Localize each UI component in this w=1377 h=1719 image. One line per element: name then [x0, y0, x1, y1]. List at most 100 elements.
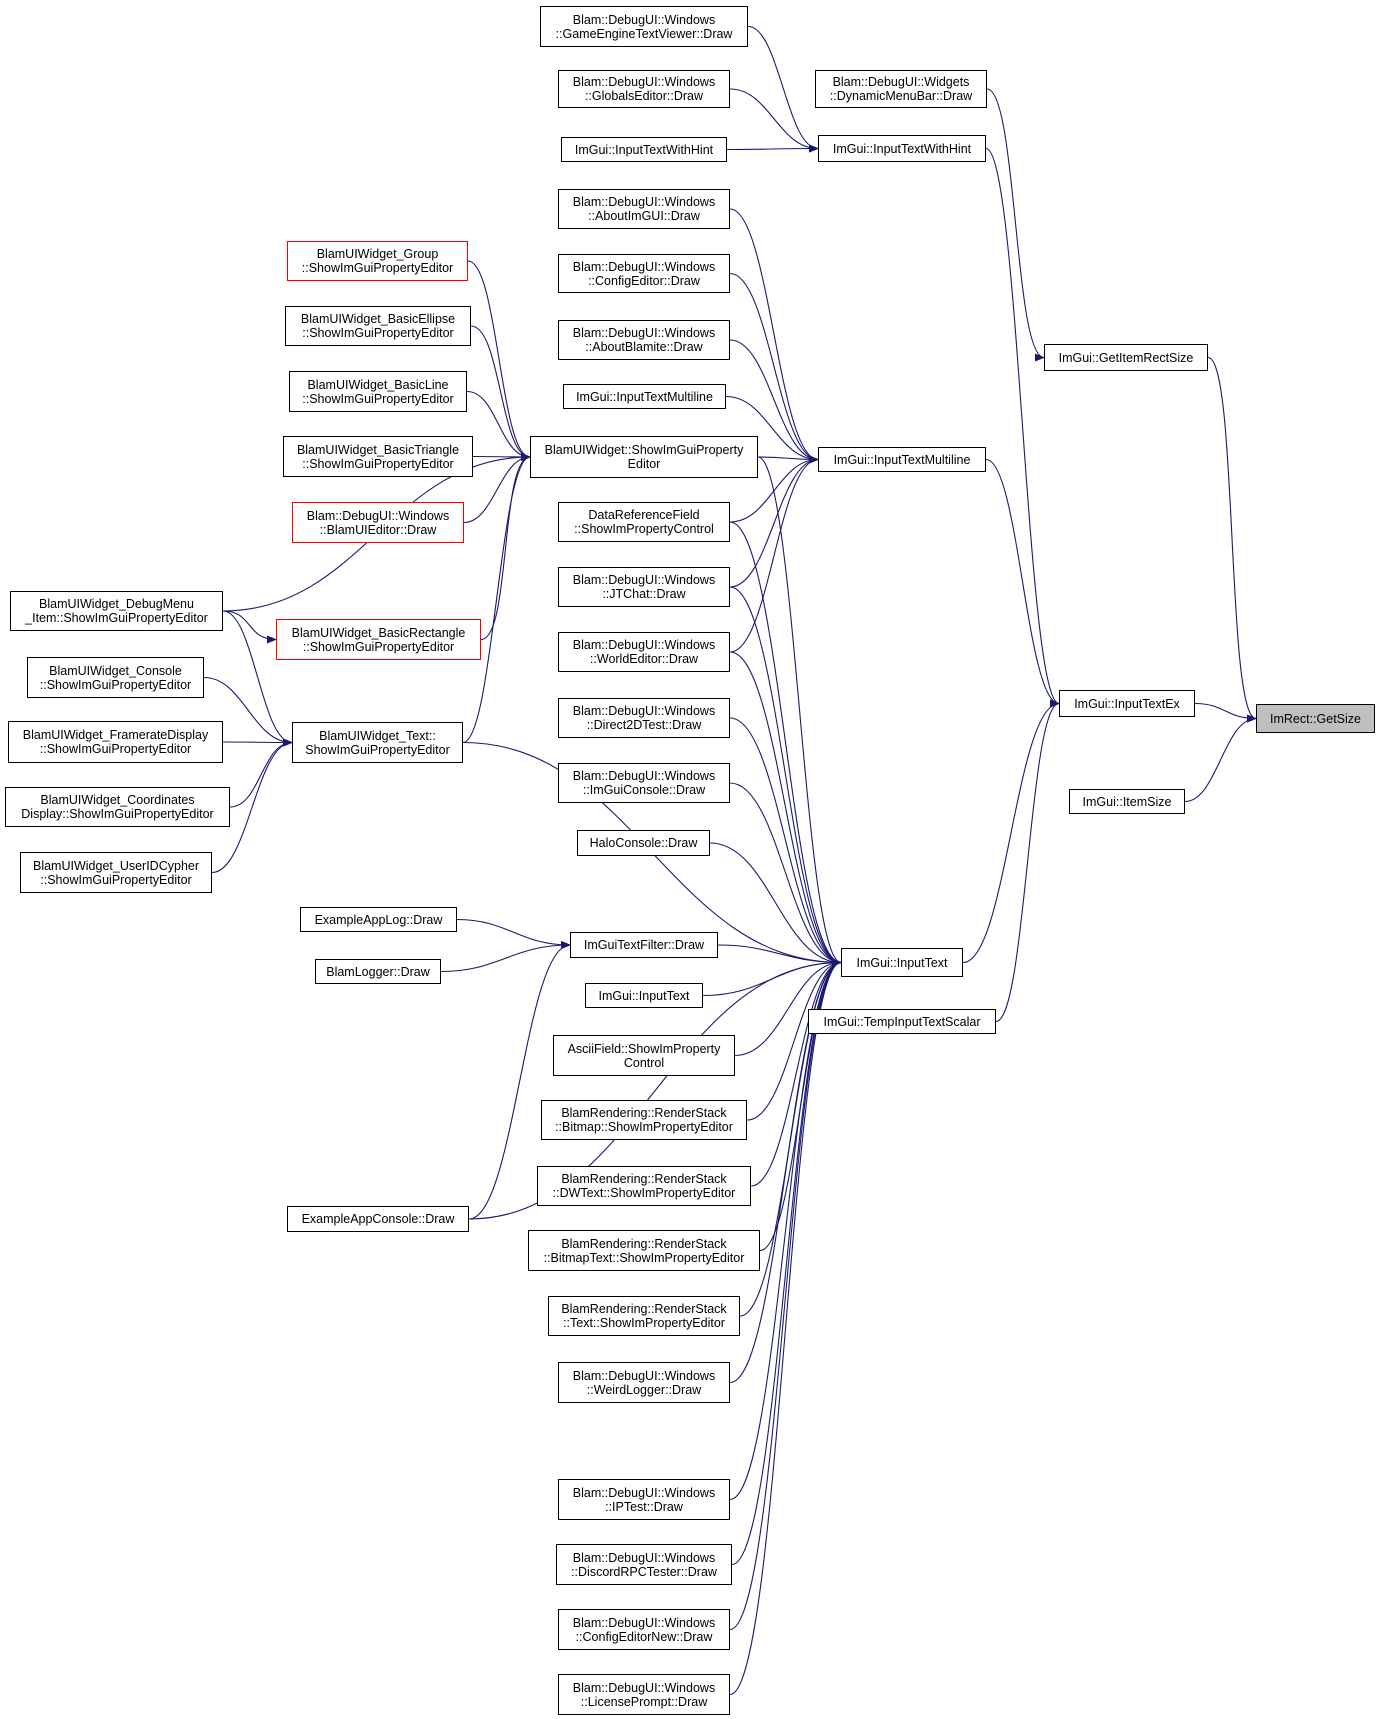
node-inputtext-caller[interactable]: ImGui::InputText [585, 983, 703, 1008]
node-w-text[interactable]: BlamUIWidget_Text::ShowImGuiPropertyEdit… [292, 722, 463, 763]
node-configeditornew[interactable]: Blam::DebugUI::Windows::ConfigEditorNew:… [558, 1609, 730, 1650]
node-label-line: BlamRendering::RenderStack [561, 1236, 727, 1251]
node-label-line: ImGui::GetItemRectSize [1058, 350, 1194, 365]
node-rs-bitmap[interactable]: BlamRendering::RenderStack::Bitmap::Show… [541, 1100, 747, 1140]
node-blamuieditor[interactable]: Blam::DebugUI::Windows::BlamUIEditor::Dr… [292, 502, 464, 543]
node-w-rectangle[interactable]: BlamUIWidget_BasicRectangle::ShowImGuiPr… [276, 619, 481, 660]
edge-inputtext-to-inputtextex [962, 699, 1060, 964]
node-label-line: ::ShowImGuiPropertyEditor [40, 872, 192, 887]
edge-exampleappconsole-to-imguitextfilter [468, 941, 571, 1220]
node-label-line: BlamUIWidget_UserIDCypher [32, 858, 200, 873]
node-inputtextex[interactable]: ImGui::InputTextEx [1059, 690, 1195, 717]
node-label-line: BlamRendering::RenderStack [561, 1172, 727, 1186]
node-w-ellipse[interactable]: BlamUIWidget_BasicEllipse::ShowImGuiProp… [285, 306, 471, 346]
node-iptest[interactable]: Blam::DebugUI::Windows::IPTest::Draw [558, 1479, 730, 1520]
edge-blamlogger-to-imguitextfilter [440, 941, 571, 973]
node-label-line: ImGui::InputTextMultiline [833, 452, 971, 467]
edge-exampleappconsole-to-inputtext [468, 958, 842, 1220]
node-label-line: BlamUIWidget_BasicEllipse [300, 312, 456, 326]
node-label-line: ::ShowImGuiPropertyEditor [301, 261, 454, 275]
node-imguiconsole[interactable]: Blam::DebugUI::Windows::ImGuiConsole::Dr… [558, 763, 730, 803]
node-label-line: ::ConfigEditorNew::Draw [575, 1629, 713, 1644]
node-inputtextmultiline-caller[interactable]: ImGui::InputTextMultiline [563, 384, 726, 409]
node-label-line: Display::ShowImGuiPropertyEditor [21, 807, 214, 821]
node-rs-bitmaptext[interactable]: BlamRendering::RenderStack::BitmapText::… [528, 1230, 760, 1271]
node-label-line: BlamUIWidget_Group [316, 247, 439, 261]
edge-aboutblamite-to-inputtextmultiline [729, 339, 819, 464]
node-gameenginetextviewer[interactable]: Blam::DebugUI::Windows::GameEngineTextVi… [540, 6, 748, 47]
node-label-line: BlamUIWidget::ShowImGuiProperty [544, 443, 744, 457]
node-imguitextfilter[interactable]: ImGuiTextFilter::Draw [570, 932, 718, 958]
node-w-console[interactable]: BlamUIWidget_Console::ShowImGuiPropertyE… [27, 657, 204, 698]
node-getsize: ImRect::GetSize [1256, 704, 1375, 733]
node-label-line: ImGui::TempInputTextScalar [823, 1014, 981, 1029]
node-exampleapplog[interactable]: ExampleAppLog::Draw [300, 907, 457, 932]
node-itemsize[interactable]: ImGui::ItemSize [1069, 789, 1185, 814]
node-w-framerate[interactable]: BlamUIWidget_FramerateDisplay::ShowImGui… [8, 721, 223, 763]
node-rs-dwtext[interactable]: BlamRendering::RenderStack::DWText::Show… [537, 1166, 751, 1206]
node-label-line: ShowImGuiPropertyEditor [305, 742, 450, 757]
node-label-line: Blam::DebugUI::Windows [572, 1485, 716, 1500]
node-w-debugmenu[interactable]: BlamUIWidget_DebugMenu_Item::ShowImGuiPr… [10, 591, 223, 631]
node-globalseditor[interactable]: Blam::DebugUI::Windows::GlobalsEditor::D… [558, 70, 730, 108]
node-rs-text[interactable]: BlamRendering::RenderStack::Text::ShowIm… [548, 1296, 740, 1336]
node-haloconsole[interactable]: HaloConsole::Draw [577, 830, 710, 856]
node-blamlogger[interactable]: BlamLogger::Draw [315, 959, 441, 984]
node-worldeditor[interactable]: Blam::DebugUI::Windows::WorldEditor::Dra… [558, 632, 730, 672]
node-label-line: ::ImGuiConsole::Draw [582, 783, 706, 797]
node-licenseprompt[interactable]: Blam::DebugUI::Windows::LicensePrompt::D… [558, 1674, 730, 1715]
node-label-line: BlamUIWidget_Console [49, 663, 182, 678]
node-inputtextwithhint-caller[interactable]: ImGui::InputTextWithHint [561, 137, 727, 162]
edge-showimguipropertyeditor-to-inputtext [757, 456, 842, 967]
node-label-line: BlamUIWidget_BasicLine [307, 377, 449, 392]
node-w-useridcypher[interactable]: BlamUIWidget_UserIDCypher::ShowImGuiProp… [20, 852, 212, 893]
node-inputtextmultiline[interactable]: ImGui::InputTextMultiline [818, 447, 986, 472]
node-label-line: DataReferenceField [588, 508, 700, 522]
edge-w_line-to-showimguipropertyeditor [466, 390, 531, 461]
node-direct2dtest[interactable]: Blam::DebugUI::Windows::Direct2DTest::Dr… [558, 698, 730, 738]
node-label-line: Editor [627, 457, 661, 471]
node-jtchat[interactable]: Blam::DebugUI::Windows::JTChat::Draw [558, 567, 730, 607]
node-tempinputtextscalar[interactable]: ImGui::TempInputTextScalar [808, 1009, 996, 1034]
node-exampleappconsole[interactable]: ExampleAppConsole::Draw [287, 1206, 469, 1232]
node-w-line[interactable]: BlamUIWidget_BasicLine::ShowImGuiPropert… [289, 371, 467, 412]
node-label-line: ::DynamicMenuBar::Draw [829, 89, 973, 103]
node-weirdlogger[interactable]: Blam::DebugUI::Windows::WeirdLogger::Dra… [558, 1362, 730, 1403]
node-label-line: ::BlamUIEditor::Draw [319, 522, 437, 537]
node-getitemrectsize[interactable]: ImGui::GetItemRectSize [1044, 344, 1208, 371]
edge-w_useridcypher-to-w_text [211, 738, 293, 874]
edge-globalseditor-to-inputtextwithhint [729, 88, 819, 153]
node-label-line: ::ShowImGuiPropertyEditor [302, 391, 454, 406]
node-label-line: ::Direct2DTest::Draw [586, 718, 702, 732]
node-w-group[interactable]: BlamUIWidget_Group::ShowImGuiPropertyEdi… [287, 241, 468, 281]
node-label-line: ImGui::InputTextEx [1074, 696, 1180, 711]
node-label-line: ::ConfigEditor::Draw [588, 273, 700, 288]
edge-jtchat-to-inputtextmultiline [729, 455, 819, 588]
node-label-line: Blam::DebugUI::Windows [306, 508, 450, 523]
edge-rs_dwtext-to-inputtext [750, 958, 842, 1187]
edge-iptest-to-inputtext [729, 958, 842, 1501]
node-label-line: AsciiField::ShowImProperty [567, 1041, 721, 1056]
node-label-line: ::ShowImGuiPropertyEditor [39, 677, 192, 692]
node-inputtextwithhint[interactable]: ImGui::InputTextWithHint [818, 135, 986, 162]
node-label-line: Blam::DebugUI::Windows [572, 259, 716, 274]
edge-configeditor-to-inputtextmultiline [729, 272, 819, 464]
node-dynamicmenubar[interactable]: Blam::DebugUI::Widgets::DynamicMenuBar::… [815, 70, 987, 108]
node-aboutimgui[interactable]: Blam::DebugUI::Windows::AboutImGUI::Draw [558, 189, 730, 229]
node-configeditor[interactable]: Blam::DebugUI::Windows::ConfigEditor::Dr… [558, 254, 730, 293]
node-aboutblamite[interactable]: Blam::DebugUI::Windows::AboutBlamite::Dr… [558, 320, 730, 360]
node-label-line: Blam::DebugUI::Windows [572, 704, 716, 718]
node-label-line: ::WorldEditor::Draw [589, 652, 699, 666]
node-discordrpc[interactable]: Blam::DebugUI::Windows::DiscordRPCTester… [556, 1544, 732, 1585]
edge-configeditornew-to-inputtext [729, 958, 842, 1631]
node-inputtext[interactable]: ImGui::InputText [841, 948, 963, 977]
node-label-line: BlamLogger::Draw [326, 964, 430, 979]
edge-w_coordinates-to-w_text [229, 738, 293, 808]
edge-weirdlogger-to-inputtext [729, 958, 842, 1384]
node-w-triangle[interactable]: BlamUIWidget_BasicTriangle::ShowImGuiPro… [283, 436, 473, 477]
node-label-line: Blam::DebugUI::Windows [572, 573, 716, 587]
node-datareferencefield[interactable]: DataReferenceField::ShowImPropertyContro… [558, 502, 730, 542]
